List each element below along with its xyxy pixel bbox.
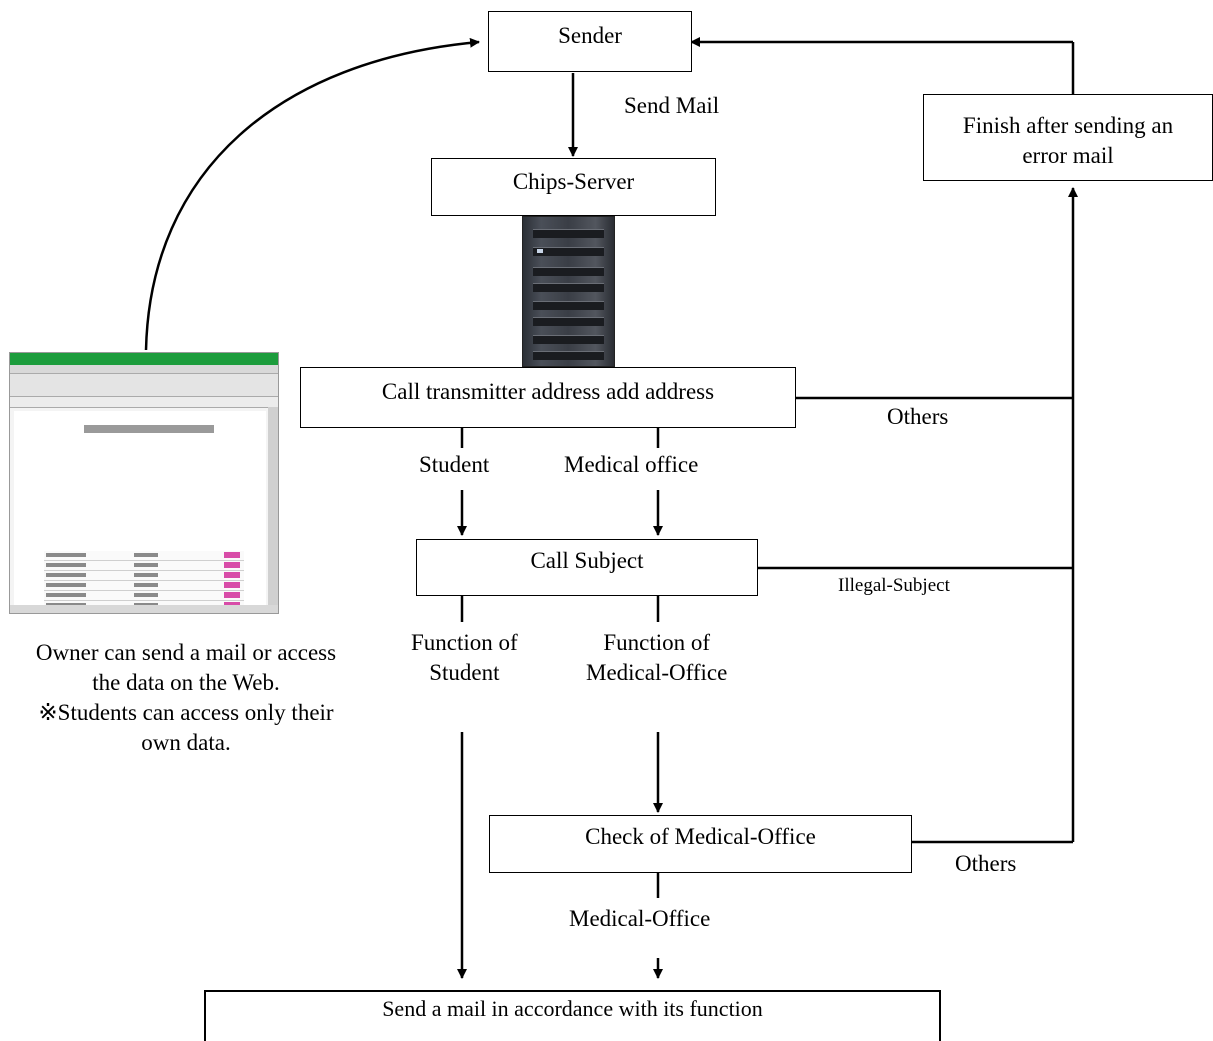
owner-caption: Owner can send a mail or access the data…: [4, 638, 368, 758]
call-subject-label: Call Subject: [530, 548, 644, 573]
call-transmitter-box: Call transmitter address add address: [300, 367, 796, 428]
caption-line4: own data.: [141, 730, 231, 755]
check-medical-label: Check of Medical-Office: [585, 824, 816, 849]
function-student-line2: Student: [429, 660, 500, 685]
finish-error-box: Finish after sending an error mail: [923, 94, 1213, 181]
illegal-subject-label: Illegal-Subject: [838, 575, 950, 596]
function-medical-line2: Medical-Office: [586, 660, 728, 685]
finish-error-line1: Finish after sending an: [962, 113, 1174, 138]
chips-server-box: Chips-Server: [431, 158, 716, 216]
sender-box: Sender: [488, 11, 692, 72]
function-medical-line1: Function of: [603, 630, 711, 655]
server-rack-image: [522, 216, 615, 367]
medical-office-label: Medical office: [564, 452, 699, 477]
call-transmitter-label: Call transmitter address add address: [381, 379, 715, 404]
others-label-1: Others: [887, 404, 949, 429]
others-label-2: Others: [955, 851, 1017, 876]
call-subject-box: Call Subject: [416, 539, 758, 596]
send-function-label: Send a mail in accordance with its funct…: [382, 996, 763, 1021]
arrow-web-to-sender: [144, 37, 480, 351]
chips-server-label: Chips-Server: [512, 169, 635, 194]
finish-error-line2: error mail: [1022, 143, 1114, 168]
send-box-outline: [204, 990, 941, 1041]
function-student-label: Function of Student: [411, 628, 518, 688]
caption-line2: the data on the Web.: [92, 670, 280, 695]
function-student-line1: Function of: [411, 630, 518, 655]
web-screenshot-image: [9, 352, 279, 614]
student-label: Student: [419, 452, 490, 477]
caption-line3: ※Students can access only their: [38, 700, 334, 725]
sender-label: Sender: [558, 23, 622, 48]
function-medical-label: Function of Medical-Office: [586, 628, 727, 688]
medical-office-check-label: Medical-Office: [569, 906, 711, 931]
check-medical-box: Check of Medical-Office: [489, 815, 912, 873]
send-mail-label: Send Mail: [624, 93, 720, 118]
caption-line1: Owner can send a mail or access: [35, 640, 337, 665]
